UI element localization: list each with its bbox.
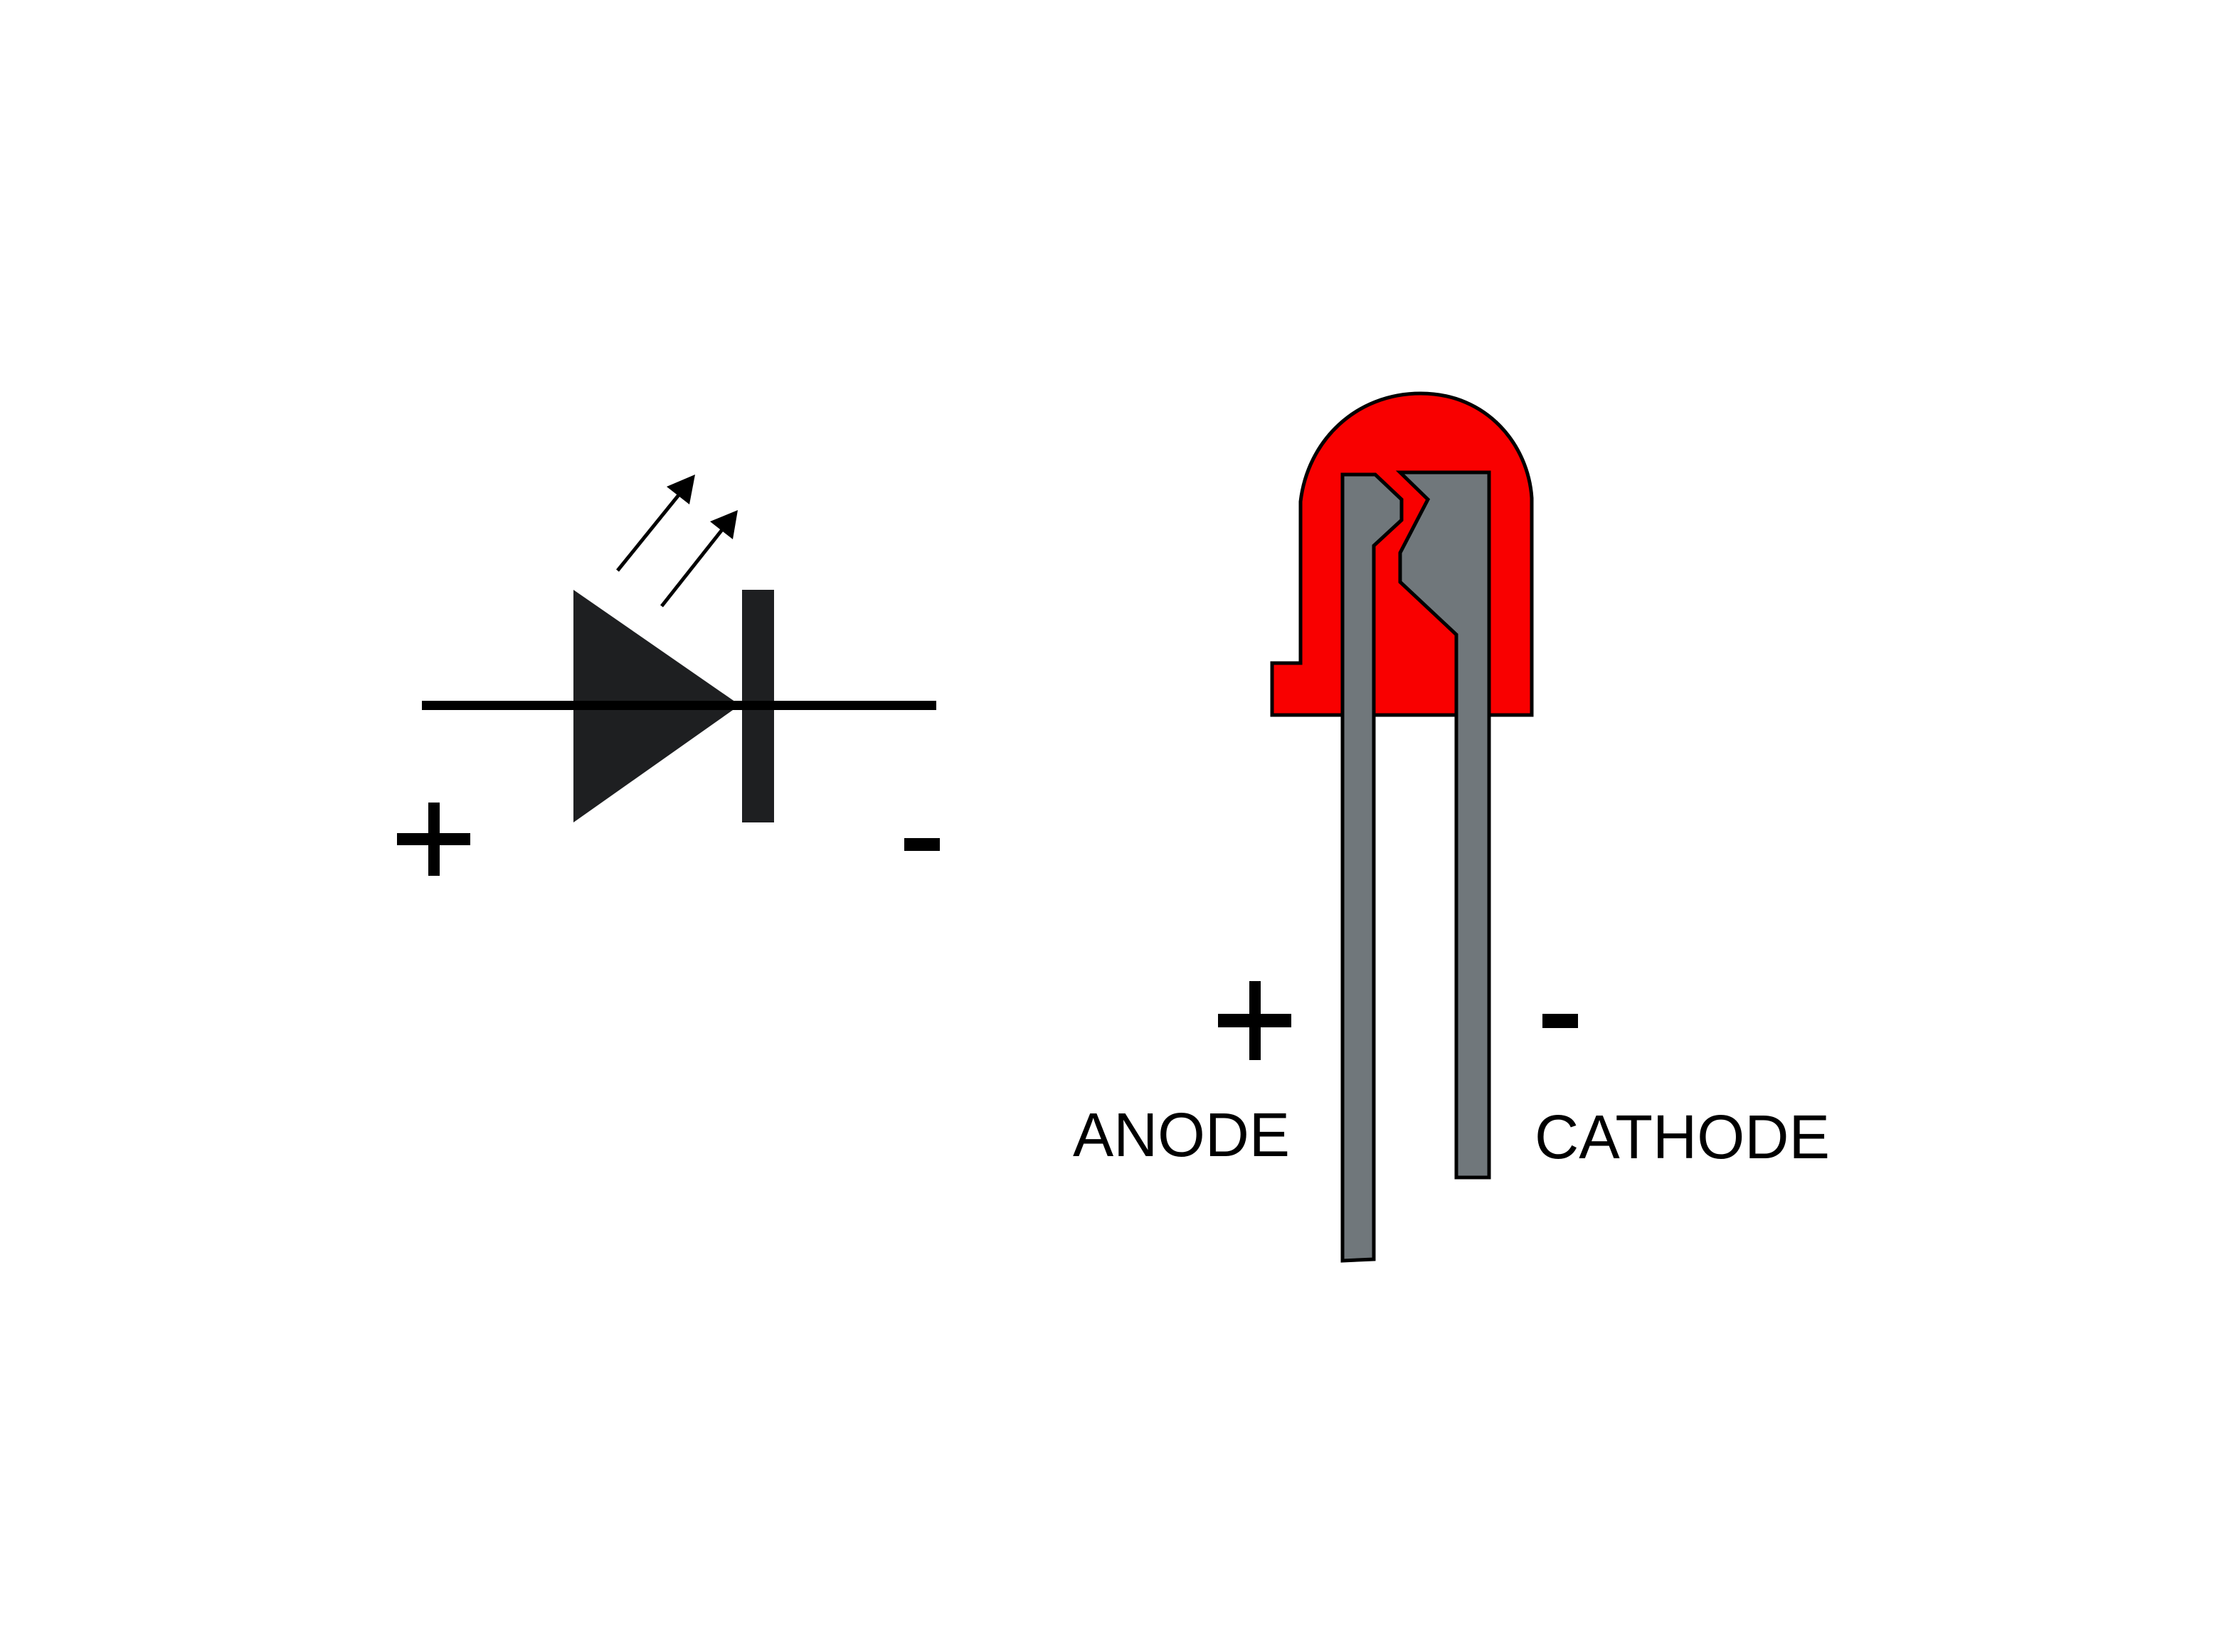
anode-lead xyxy=(1340,472,1404,1263)
schematic-negative-sign-icon xyxy=(904,838,940,851)
cathode-negative-sign-icon xyxy=(1542,1014,1578,1028)
led-schematic-symbol xyxy=(397,475,940,876)
circuit-wire xyxy=(422,701,936,710)
anode-positive-sign-icon xyxy=(1218,981,1291,1060)
light-emission-arrows-icon xyxy=(616,475,738,608)
schematic-positive-sign-icon xyxy=(397,803,470,876)
led-component: ANODE CATHODE xyxy=(1073,391,1830,1263)
anode-label: ANODE xyxy=(1073,1101,1290,1170)
cathode-lead xyxy=(1395,470,1491,1180)
cathode-label: CATHODE xyxy=(1535,1103,1830,1172)
